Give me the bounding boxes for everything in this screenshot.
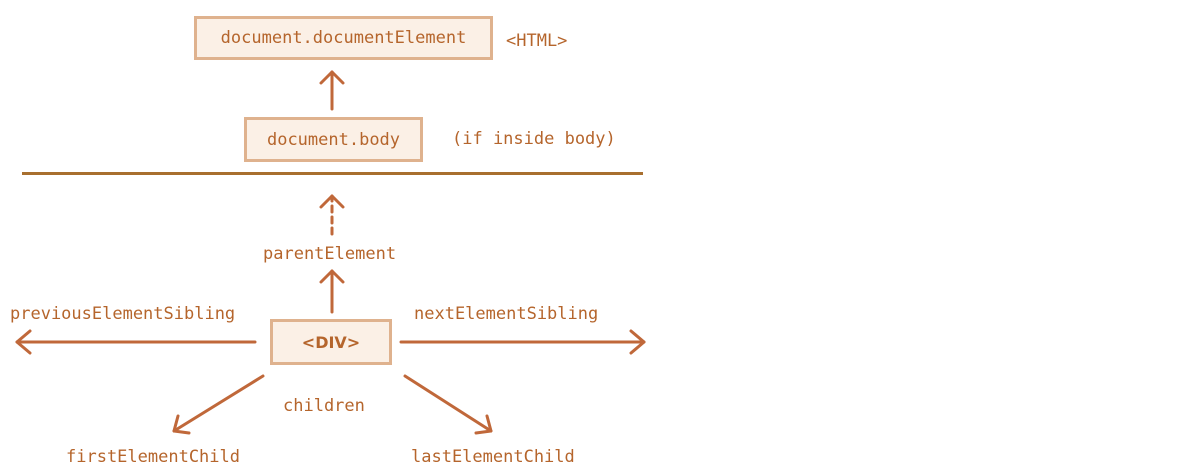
last-element-child-label: lastElementChild xyxy=(411,447,575,467)
parent-element-label: parentElement xyxy=(263,244,397,264)
html-tag-label: <HTML> xyxy=(506,31,568,51)
previous-element-sibling-label: previousElementSibling xyxy=(10,304,236,324)
body-node: document.body xyxy=(244,117,423,162)
if-inside-body-label: (if inside body) xyxy=(452,129,616,149)
arrow-body-to-document-element xyxy=(319,70,345,111)
arrow-parent-element xyxy=(319,269,345,314)
arrow-previous-element-sibling xyxy=(15,329,257,355)
document-element-node: document.documentElement xyxy=(194,16,493,60)
arrow-last-element-child xyxy=(403,374,493,435)
children-label: children xyxy=(283,396,365,416)
next-element-sibling-label: nextElementSibling xyxy=(414,304,599,324)
arrow-next-element-sibling xyxy=(399,329,646,355)
first-element-child-label: firstElementChild xyxy=(66,447,240,467)
div-node: <DIV> xyxy=(270,319,392,365)
arrow-dashed-parent xyxy=(319,194,345,236)
arrow-first-element-child xyxy=(172,374,265,435)
divider-line xyxy=(22,172,643,175)
